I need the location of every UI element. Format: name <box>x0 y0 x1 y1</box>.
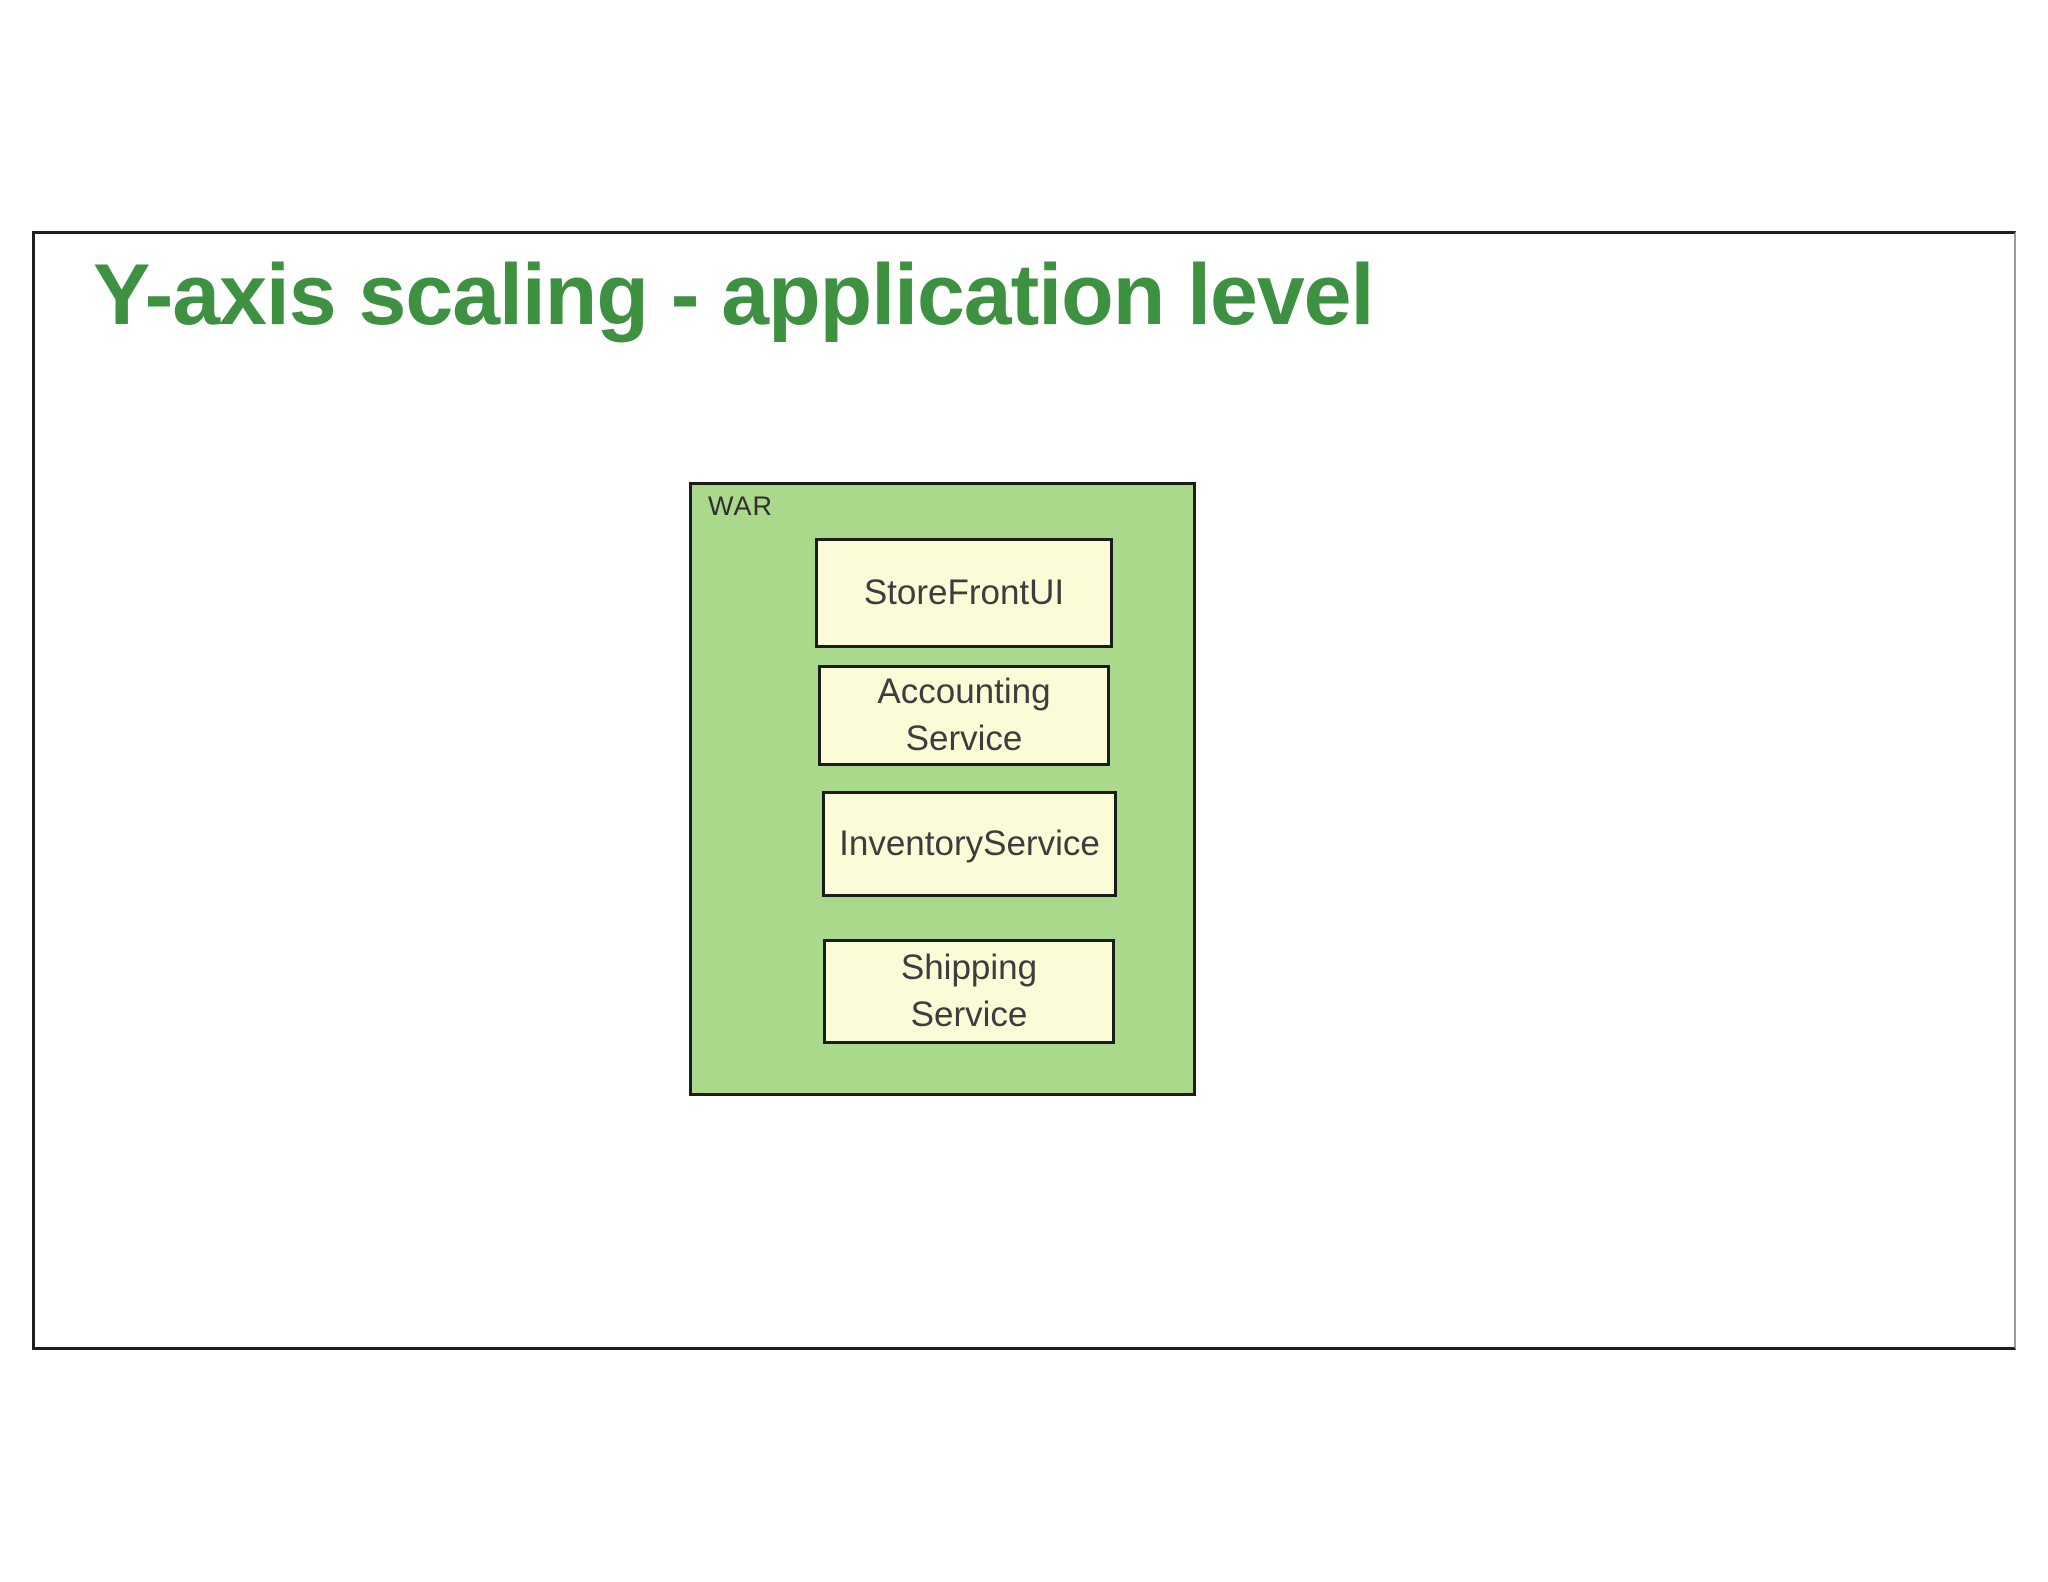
service-box-shipping-service: Shipping Service <box>823 939 1115 1044</box>
service-box-label: Accounting <box>877 672 1051 712</box>
service-box-label: Shipping <box>900 948 1038 988</box>
service-box-storefrontui: StoreFrontUI <box>815 538 1113 648</box>
war-label: WAR <box>708 491 773 521</box>
slide-title: Y-axis scaling - application level <box>93 247 1374 343</box>
service-box-label: InventoryService <box>839 823 1100 863</box>
service-box-label: Service <box>910 994 1028 1034</box>
service-box-label: Service <box>905 718 1023 758</box>
war-container: WAR StoreFrontUI Accounting Service Inve… <box>689 482 1196 1096</box>
service-box-label: StoreFrontUI <box>863 572 1065 612</box>
slide: Y-axis scaling - application level WAR S… <box>32 231 2016 1350</box>
service-box-inventoryservice: InventoryService <box>822 791 1117 897</box>
service-box-accounting-service: Accounting Service <box>818 665 1110 766</box>
